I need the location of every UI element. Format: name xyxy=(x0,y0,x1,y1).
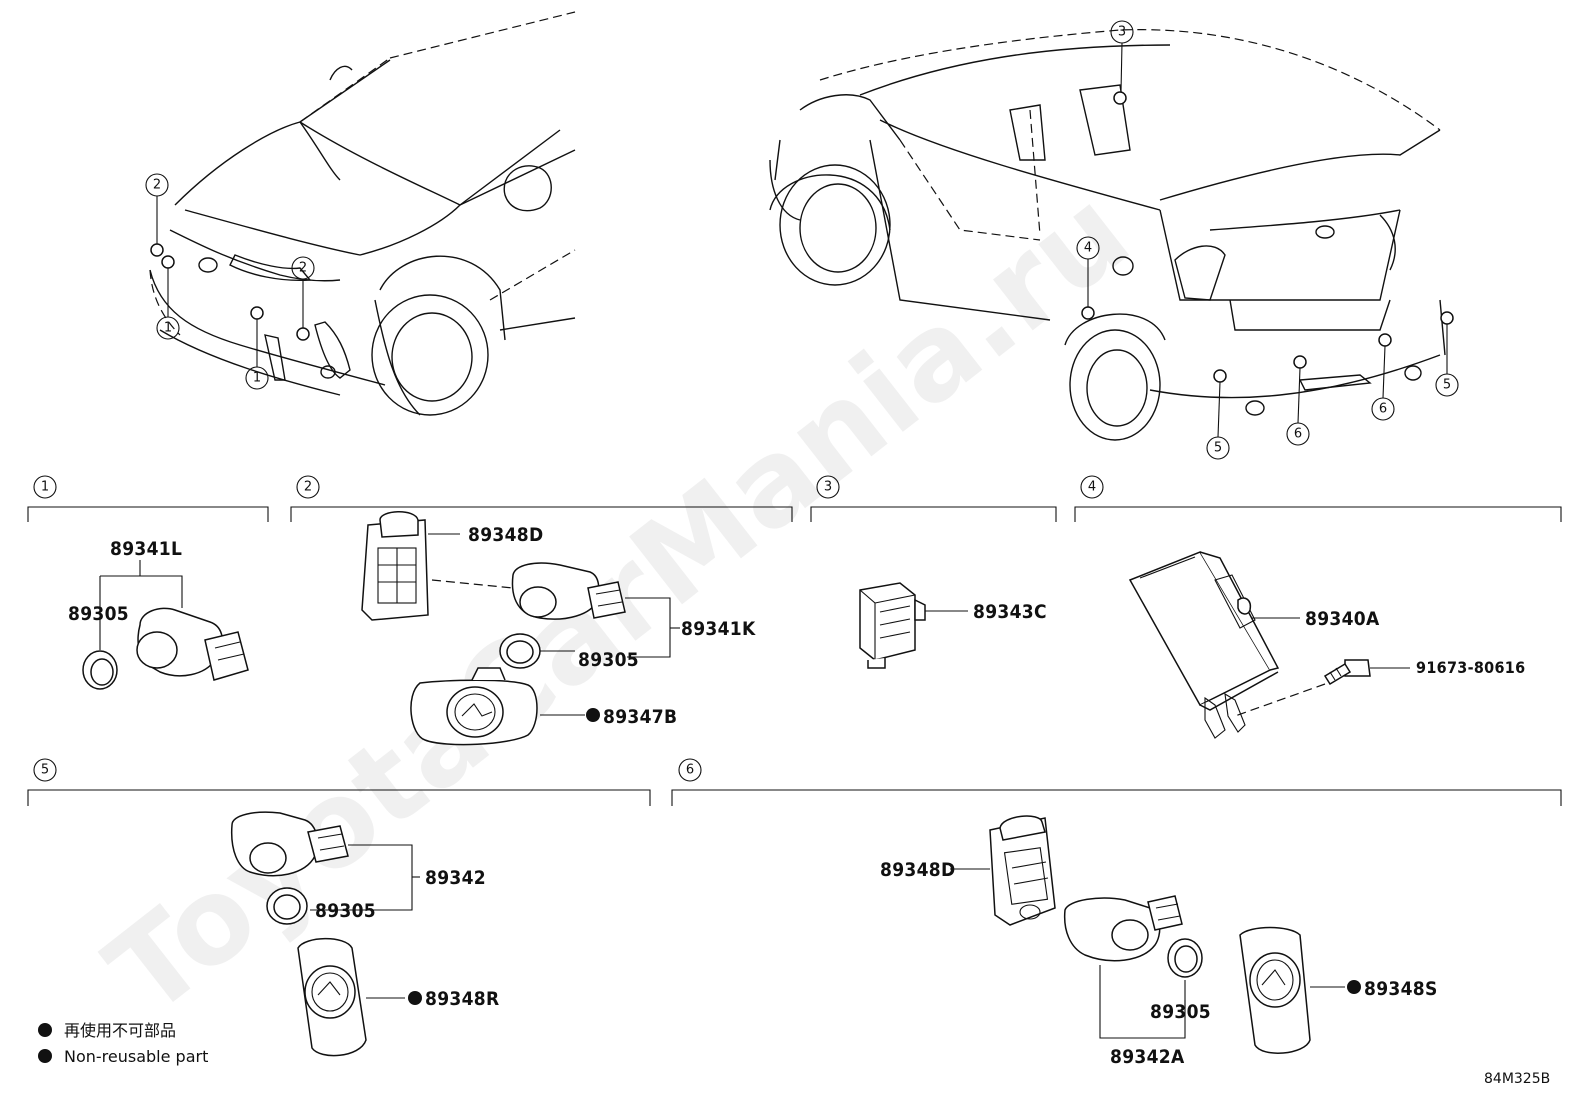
group-6-parts xyxy=(950,815,1361,1054)
svg-text:6: 6 xyxy=(686,763,694,778)
rear-callouts: 3 4 5 6 6 5 xyxy=(1076,20,1459,460)
svg-text:1: 1 xyxy=(164,321,172,336)
part-89348D-g6: 89348D xyxy=(880,859,955,881)
legend: 再使用不可部品 Non-reusable part xyxy=(38,1021,208,1066)
front-callouts: 2 1 1 2 xyxy=(145,173,315,390)
svg-text:4: 4 xyxy=(1088,480,1096,495)
group-1-parts xyxy=(82,560,249,690)
rear-car-illustration xyxy=(769,29,1454,441)
svg-text:3: 3 xyxy=(1118,25,1126,40)
part-89348D-g2: 89348D xyxy=(468,524,543,546)
svg-text:6: 6 xyxy=(1294,427,1302,442)
part-89305-g6: 89305 xyxy=(1150,1001,1211,1023)
part-89348S: 89348S xyxy=(1364,978,1438,1000)
part-89343C: 89343C xyxy=(973,601,1047,623)
svg-text:1: 1 xyxy=(41,480,49,495)
svg-text:2: 2 xyxy=(304,480,312,495)
group-header-4: 4 xyxy=(1074,475,1562,522)
svg-text:4: 4 xyxy=(1084,241,1092,256)
part-89305-g1: 89305 xyxy=(68,603,129,625)
group-5-parts xyxy=(230,811,422,1057)
group-header-6: 6 xyxy=(671,758,1562,806)
part-91673-80616: 91673-80616 xyxy=(1416,658,1525,677)
group-header-1: 1 xyxy=(27,475,269,522)
group-3-parts xyxy=(859,582,968,669)
part-89341L: 89341L xyxy=(110,538,182,560)
svg-text:5: 5 xyxy=(41,763,49,778)
part-89342: 89342 xyxy=(425,867,486,889)
group-header-2: 2 xyxy=(290,475,793,522)
drawing-code: 84M325B xyxy=(1484,1071,1550,1087)
group-header-3: 3 xyxy=(810,475,1057,522)
front-car-illustration xyxy=(149,11,576,416)
part-89348R: 89348R xyxy=(425,988,499,1010)
svg-text:5: 5 xyxy=(1214,441,1222,456)
svg-text:3: 3 xyxy=(824,480,832,495)
part-89347B: 89347B xyxy=(603,706,677,728)
legend-line-en: Non-reusable part xyxy=(64,1047,208,1066)
part-89340A: 89340A xyxy=(1305,608,1380,630)
group-4-parts xyxy=(1128,551,1410,739)
part-89342A: 89342A xyxy=(1110,1046,1185,1068)
group-2-parts xyxy=(361,511,680,746)
legend-line-jp: 再使用不可部品 xyxy=(64,1021,176,1040)
group-header-5: 5 xyxy=(27,758,651,806)
part-89305-g2: 89305 xyxy=(578,649,639,671)
svg-text:6: 6 xyxy=(1379,402,1387,417)
svg-text:2: 2 xyxy=(153,178,161,193)
svg-text:1: 1 xyxy=(253,371,261,386)
part-89341K: 89341K xyxy=(681,618,756,640)
part-89305-g5: 89305 xyxy=(315,900,376,922)
svg-text:2: 2 xyxy=(299,261,307,276)
svg-text:5: 5 xyxy=(1443,378,1451,393)
